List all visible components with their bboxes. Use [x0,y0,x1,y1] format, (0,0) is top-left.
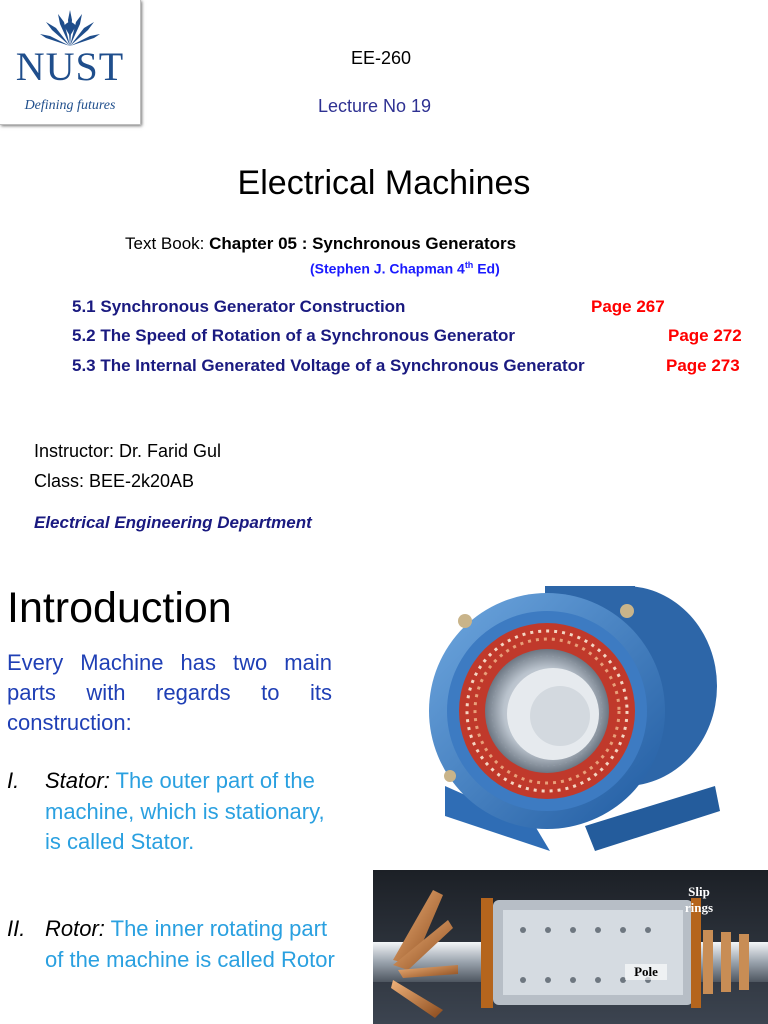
edition-superscript: th [464,260,474,270]
section-title-5-3: 5.3 The Internal Generated Voltage of a … [72,356,585,375]
list-description: The outer part of the machine, which is … [45,768,325,854]
list-item-stator: I. Stator: The outer part of the machine… [7,766,337,890]
stator-illustration-icon [429,586,720,851]
introduction-text: Every Machine has two main parts with re… [7,650,332,735]
list-term: Rotor: [45,916,105,941]
nust-logo: NUST Defining futures [0,0,141,125]
slip-rings-label-line2: rings [684,900,714,915]
list-item-body: Stator: The outer part of the machine, w… [45,766,335,858]
introduction-heading: Introduction [7,584,232,632]
list-number: II. [7,916,26,941]
list-item-body: Rotor: The inner rotating part of the ma… [45,914,335,975]
list-item-rotor: II. Rotor: The inner rotating part of th… [7,914,337,1014]
section-page-5-1: Page 267 [591,297,665,316]
author-name: (Stephen J. Chapman 4 [310,260,465,277]
list-term: Stator: [45,768,110,793]
textbook-chapter: Chapter 05 : Synchronous Generators [209,234,517,253]
section-page-5-3: Page 273 [666,356,740,375]
nust-logo-mark-icon [40,10,100,46]
list-description: The inner rotating part of the machine i… [45,916,335,972]
textbook-author: (Stephen J. Chapman 4th Ed) [310,260,500,277]
section-title-5-2: 5.2 The Speed of Rotation of a Synchrono… [72,326,516,345]
section-title-5-1: 5.1 Synchronous Generator Construction [72,297,406,316]
pole-label: Pole [625,964,667,980]
logo-tagline: Defining futures [24,98,116,113]
section-page-5-2: Page 272 [668,326,742,345]
course-code: EE-260 [351,48,412,68]
slip-rings-label: Slip rings [669,884,729,916]
slip-rings-label-line1: Slip [688,884,710,899]
logo-wordmark: NUST [15,44,125,89]
edition-suffix: Ed) [473,260,500,277]
list-number: I. [7,768,20,793]
department-name: Electrical Engineering Department [34,513,312,532]
instructor-name: Instructor: Dr. Farid Gul [34,441,222,461]
class-name: Class: BEE-2k20AB [34,471,195,491]
lecture-number: Lecture No 19 [318,96,432,116]
textbook-line: Text Book: Chapter 05 : Synchronous Gene… [125,234,516,254]
rotor-photo: Slip rings Pole [373,870,768,1024]
textbook-prefix: Text Book: [125,234,210,253]
page-title: Electrical Machines [237,164,531,202]
